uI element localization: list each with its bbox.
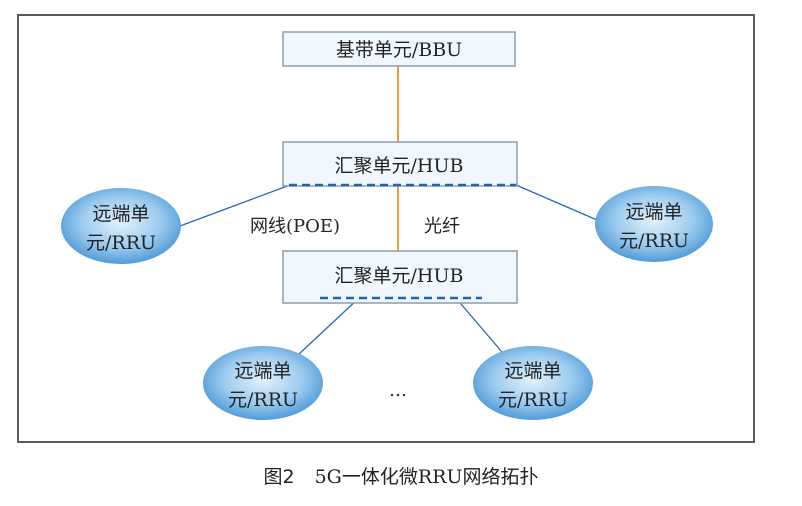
- rru-node-left: 远端单 元/RRU: [61, 188, 181, 264]
- rru-bottom-right-line1: 远端单: [504, 360, 561, 382]
- rru-left-line1: 远端单: [92, 203, 149, 225]
- rru-node-bottom-left: 远端单 元/RRU: [203, 346, 323, 420]
- cable-link-bottom-right-rru: [454, 296, 503, 353]
- rru-left-line2: 元/RRU: [86, 232, 156, 254]
- diagram-frame: [17, 14, 755, 443]
- bbu-node: 基带单元/BBU: [282, 31, 516, 67]
- cable-link-bottom-left-rru: [297, 296, 361, 356]
- figure-caption: 图2 5G一体化微RRU网络拓扑: [0, 462, 802, 489]
- fiber-label: 光纤: [424, 216, 460, 237]
- rru-bottom-left-line2: 元/RRU: [228, 389, 298, 411]
- rru-right-line2: 元/RRU: [619, 230, 689, 252]
- bbu-label: 基带单元/BBU: [336, 39, 462, 61]
- hub-node-top: 汇聚单元/HUB: [282, 141, 518, 187]
- hub-bottom-label: 汇聚单元/HUB: [335, 265, 464, 287]
- figure-title: 5G一体化微RRU网络拓扑: [314, 466, 539, 488]
- rru-node-right: 远端单 元/RRU: [595, 186, 713, 262]
- hub-top-label: 汇聚单元/HUB: [335, 155, 464, 177]
- hub-node-bottom: 汇聚单元/HUB: [282, 250, 518, 304]
- figure-number: 图2: [263, 466, 295, 488]
- rru-right-line1: 远端单: [625, 201, 682, 223]
- rru-bottom-left-line1: 远端单: [234, 360, 291, 382]
- cable-link-right-rru: [515, 184, 605, 224]
- rru-bottom-right-line2: 元/RRU: [498, 389, 568, 411]
- more-rru-ellipsis: …: [389, 380, 407, 401]
- cable-link-left-rru: [179, 184, 291, 227]
- rru-node-bottom-right: 远端单 元/RRU: [473, 346, 593, 420]
- cable-label: 网线(POE): [250, 216, 340, 237]
- network-topology-diagram: 基带单元/BBU 汇聚单元/HUB 汇聚单元/HUB 网线(POE) 光纤 远端…: [17, 14, 755, 443]
